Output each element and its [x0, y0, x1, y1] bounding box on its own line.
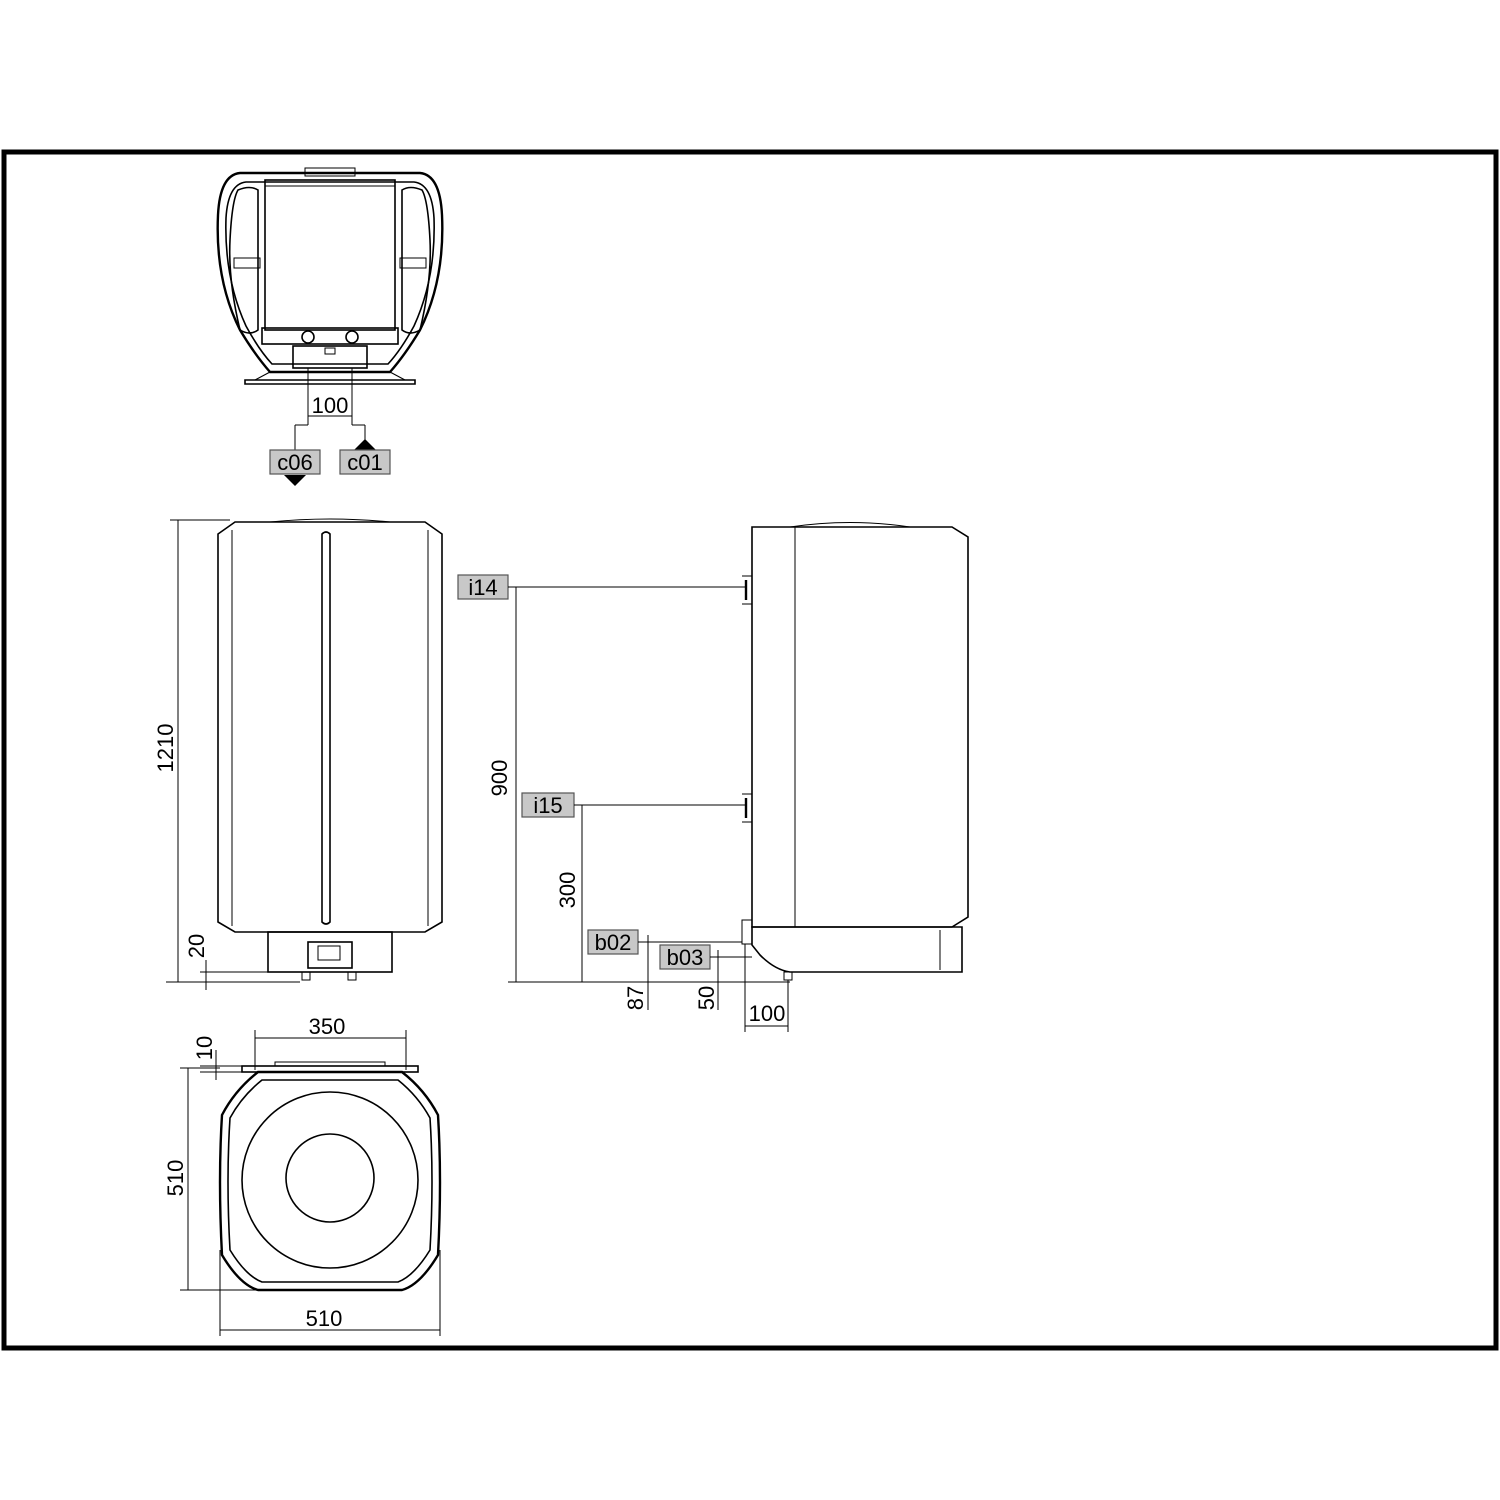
b03-label: b03	[667, 945, 704, 970]
dim-side-lower: 300	[555, 872, 580, 909]
front-view	[217, 518, 443, 981]
bottom-dimensions: 350 10 510 510	[163, 1014, 441, 1336]
side-dimensions: 900 300 87 50 100	[487, 587, 790, 1032]
dim-bracket-width: 350	[309, 1014, 346, 1039]
dim-side-b03: 50	[694, 986, 719, 1010]
connection-tag-c06: c06	[269, 449, 321, 486]
dim-side-offset: 100	[749, 1001, 786, 1026]
connection-tag-i14: i14	[457, 574, 745, 600]
dim-bracket-depth: 10	[192, 1036, 217, 1060]
i14-label: i14	[468, 575, 497, 600]
top-view	[216, 167, 444, 385]
b02-label: b02	[595, 930, 632, 955]
connection-tag-b02: b02	[587, 929, 742, 955]
i15-label: i15	[533, 793, 562, 818]
dim-front-height: 1210	[153, 724, 178, 773]
drawing-frame	[1, 149, 1499, 1351]
dim-side-b02: 87	[623, 986, 648, 1010]
c06-label: c06	[277, 450, 312, 475]
bottom-view	[218, 1061, 442, 1292]
dim-bottom-depth: 510	[163, 1160, 188, 1197]
inlet-arrow-icon	[354, 439, 376, 450]
dim-front-bottom-gap: 20	[184, 934, 209, 958]
c01-label: c01	[347, 450, 382, 475]
dim-top-spacing: 100	[312, 393, 349, 418]
side-view	[741, 522, 969, 981]
connection-tag-b03: b03	[659, 944, 752, 970]
front-height-dimension: 1210 20	[153, 519, 300, 990]
outlet-arrow-icon	[284, 475, 306, 486]
top-spacing-dimension: 100	[294, 368, 366, 450]
dim-bottom-width: 510	[306, 1306, 343, 1331]
dim-side-upper: 900	[487, 760, 512, 797]
connection-tag-i15: i15	[521, 792, 745, 818]
connection-tag-c01: c01	[339, 439, 391, 475]
